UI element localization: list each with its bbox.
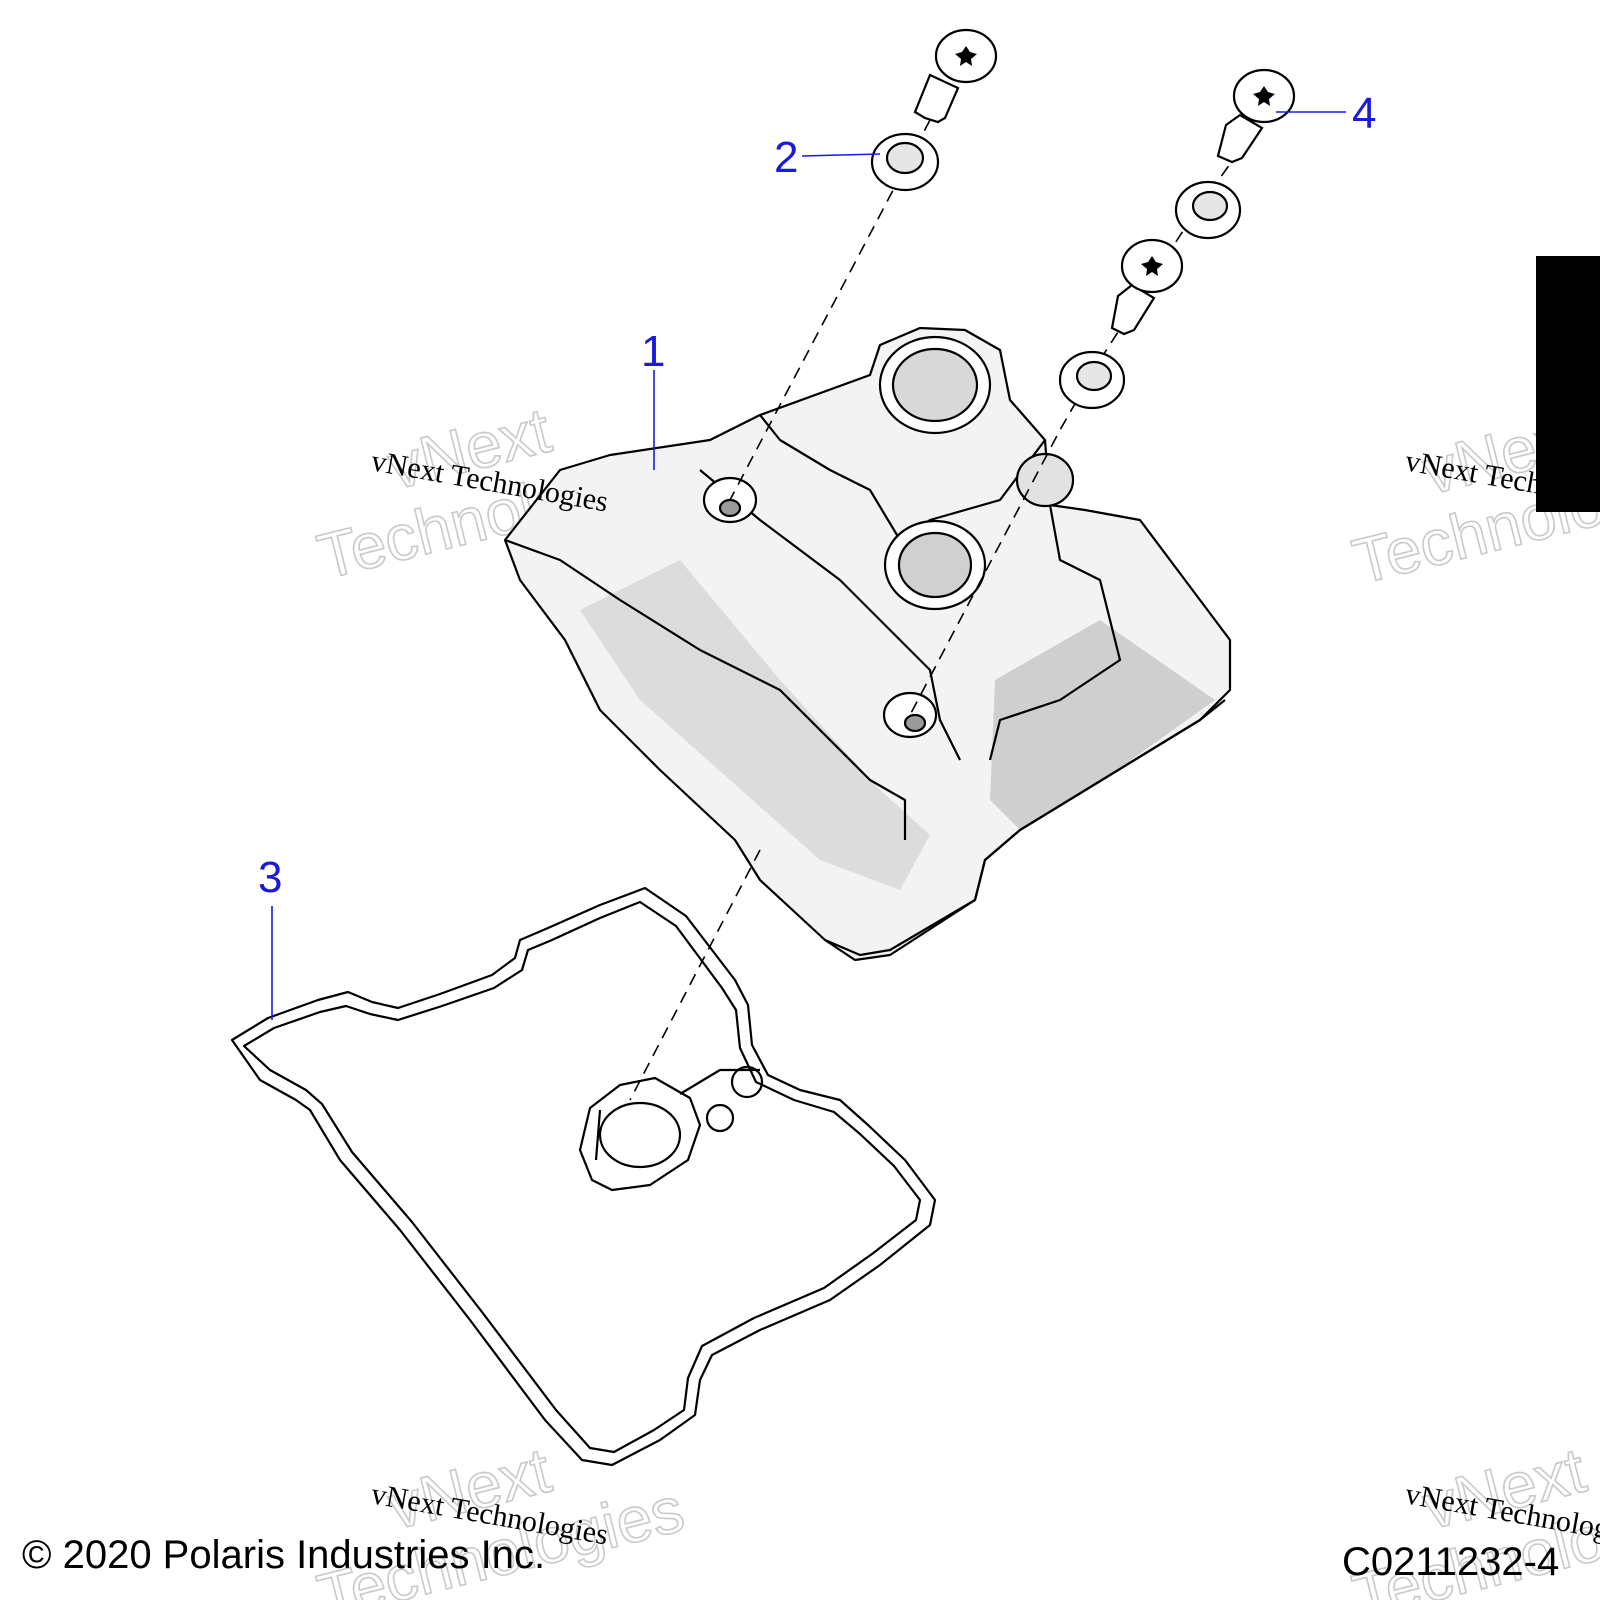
screw-upper-right: [1216, 68, 1296, 164]
screw-lower-right: [1110, 238, 1184, 336]
screw-upper-left: [913, 28, 998, 124]
washer-upper-right: [1174, 180, 1242, 240]
callout-2: 2: [774, 133, 798, 182]
leader-lines: [271, 111, 1346, 1020]
valve-cover-gasket: [230, 886, 937, 1467]
figure-code: C0211232-4: [1342, 1540, 1560, 1584]
callout-4: 4: [1352, 89, 1376, 138]
washer-upper-left: [870, 132, 940, 192]
valve-cover: [503, 326, 1232, 962]
copyright-text: © 2020 Polaris Industries Inc.: [22, 1533, 546, 1577]
callout-3: 3: [258, 853, 282, 902]
callout-1: 1: [641, 327, 665, 376]
washer-lower-right: [1058, 350, 1126, 410]
edge-tab: [1536, 256, 1600, 512]
